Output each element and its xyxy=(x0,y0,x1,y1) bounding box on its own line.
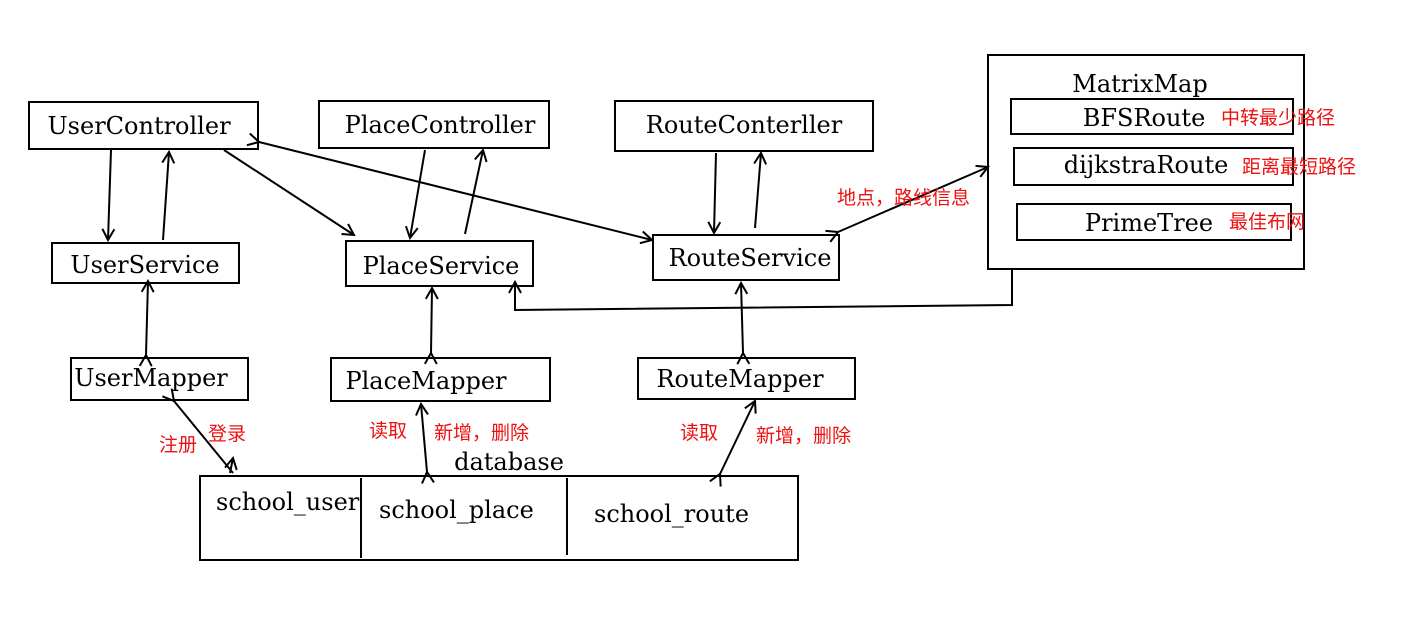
place-controller-label: PlaceController xyxy=(345,111,536,139)
table-school-user: school_user xyxy=(216,488,360,516)
edge-routeservice-to-routecontroller xyxy=(755,153,761,229)
edge-userservice-to-usercontroller xyxy=(163,152,169,241)
route-mapper-node: RouteMapper xyxy=(637,357,856,400)
edge-matrixmap-to-placeservice xyxy=(515,270,1013,312)
user-mapper-node: UserMapper xyxy=(70,357,249,401)
prime-tree-label: PrimeTree xyxy=(1085,209,1213,237)
login-note: 登录 xyxy=(208,423,246,445)
user-controller-node: UserController xyxy=(28,101,259,150)
place-mapper-label: PlaceMapper xyxy=(345,367,507,395)
prime-tree-node: PrimeTree xyxy=(1016,203,1292,241)
database-title: database xyxy=(454,448,564,476)
edge-usermapper-database-register xyxy=(174,401,234,474)
edge-placemapper-database xyxy=(421,404,427,472)
matrix-map-container: MatrixMap BFSRoute dijkstraRoute PrimeTr… xyxy=(987,54,1305,270)
bfs-note: 中转最少路径 xyxy=(1221,107,1335,129)
route-mapper-label: RouteMapper xyxy=(656,365,824,393)
edge-placeservice-to-placecontroller xyxy=(464,150,483,235)
route-read-note: 读取 xyxy=(680,422,718,444)
bfs-route-node: BFSRoute xyxy=(1010,98,1294,135)
edge-placeservice-placemapper xyxy=(431,288,432,353)
table-school-place: school_place xyxy=(379,496,534,524)
place-write-note: 新增，删除 xyxy=(434,422,529,444)
dijkstra-route-node: dijkstraRoute xyxy=(1013,147,1294,186)
edge-usercontroller-to-userservice xyxy=(108,149,111,240)
edge-usercontroller-routeservice xyxy=(259,142,652,240)
place-service-node: PlaceService xyxy=(345,240,534,287)
bfs-route-label: BFSRoute xyxy=(1083,104,1206,132)
edge-database-usermapper-login xyxy=(230,458,233,474)
edge-routeservice-routemapper xyxy=(741,283,743,353)
place-read-note: 读取 xyxy=(369,420,407,442)
edge-routeservice-matrixmap xyxy=(838,167,988,232)
user-service-label: UserService xyxy=(70,251,219,279)
user-service-node: UserService xyxy=(51,242,240,284)
dijkstra-note: 距离最短路径 xyxy=(1242,156,1356,178)
edge-placecontroller-to-placeservice xyxy=(410,149,426,238)
edge-userservice-usermapper xyxy=(146,281,148,355)
register-note: 注册 xyxy=(159,434,197,456)
dijkstra-route-label: dijkstraRoute xyxy=(1064,151,1229,179)
edge-routecontroller-to-routeservice xyxy=(714,152,716,233)
user-mapper-label: UserMapper xyxy=(74,364,228,392)
route-service-label: RouteService xyxy=(669,244,832,272)
table-school-route: school_route xyxy=(594,500,749,528)
route-write-note: 新增，删除 xyxy=(756,425,851,447)
route-service-node: RouteService xyxy=(652,234,840,281)
route-controller-label: RouteConterller xyxy=(646,111,843,139)
matrix-map-title: MatrixMap xyxy=(1072,70,1207,98)
route-info-note: 地点，路线信息 xyxy=(837,187,970,209)
place-mapper-node: PlaceMapper xyxy=(330,357,551,402)
place-service-label: PlaceService xyxy=(363,252,520,280)
route-controller-node: RouteConterller xyxy=(614,100,874,152)
user-controller-label: UserController xyxy=(47,112,231,140)
edge-routemapper-database xyxy=(720,401,755,474)
database-group: database school_user school_place school… xyxy=(199,448,799,561)
prime-note: 最佳布网 xyxy=(1229,211,1305,233)
edge-usercontroller-to-placeservice xyxy=(223,149,354,235)
place-controller-node: PlaceController xyxy=(318,100,550,149)
